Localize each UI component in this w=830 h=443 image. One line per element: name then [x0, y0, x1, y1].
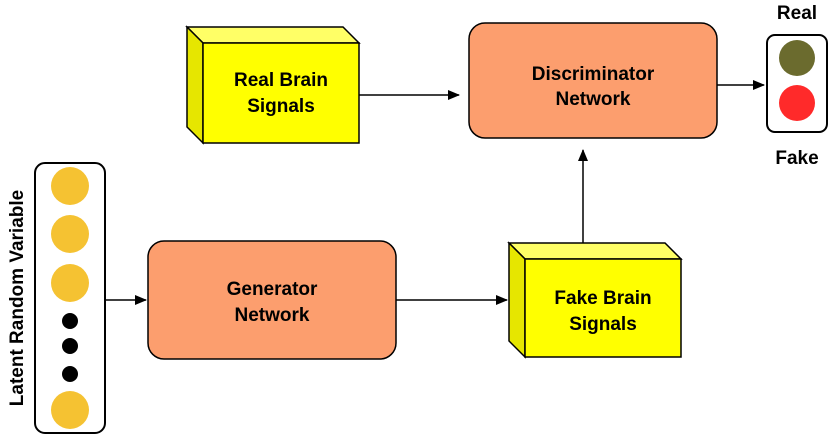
fake-signals-label-line2: Signals	[569, 314, 637, 335]
latent-sample-dot	[51, 391, 89, 429]
real-signals-label-line2: Signals	[247, 96, 315, 117]
fake-brain-signals-box: Fake Brain Signals	[507, 241, 683, 359]
latent-sample-dot	[51, 264, 89, 302]
latent-variable-group: Latent Random Variable	[7, 162, 106, 434]
discriminator-label-line2: Network	[556, 89, 631, 110]
latent-sample-dot	[51, 215, 89, 253]
fake-light	[779, 85, 815, 121]
discriminator-label-line1: Discriminator	[532, 64, 655, 85]
latent-ellipsis-dot	[62, 313, 78, 329]
generator-label-line2: Network	[235, 305, 310, 326]
latent-variable-label: Latent Random Variable	[7, 190, 28, 406]
fake-signals-label-line1: Fake Brain	[554, 288, 651, 309]
generator-network-box: Generator Network	[147, 240, 397, 360]
real-light	[779, 40, 815, 76]
real-output-label: Real	[777, 3, 817, 24]
real-signals-label-line1: Real Brain	[234, 70, 328, 91]
fake-output-label: Fake	[775, 148, 818, 169]
generator-label-line1: Generator	[227, 279, 318, 300]
latent-dots	[51, 167, 89, 429]
latent-sample-dot	[51, 167, 89, 205]
real-brain-signals-box: Real Brain Signals	[185, 25, 361, 145]
latent-ellipsis-dot	[62, 338, 78, 354]
discriminator-network-box: Discriminator Network	[468, 22, 718, 139]
output-indicator: Real Fake	[766, 3, 828, 169]
latent-ellipsis-dot	[62, 366, 78, 382]
